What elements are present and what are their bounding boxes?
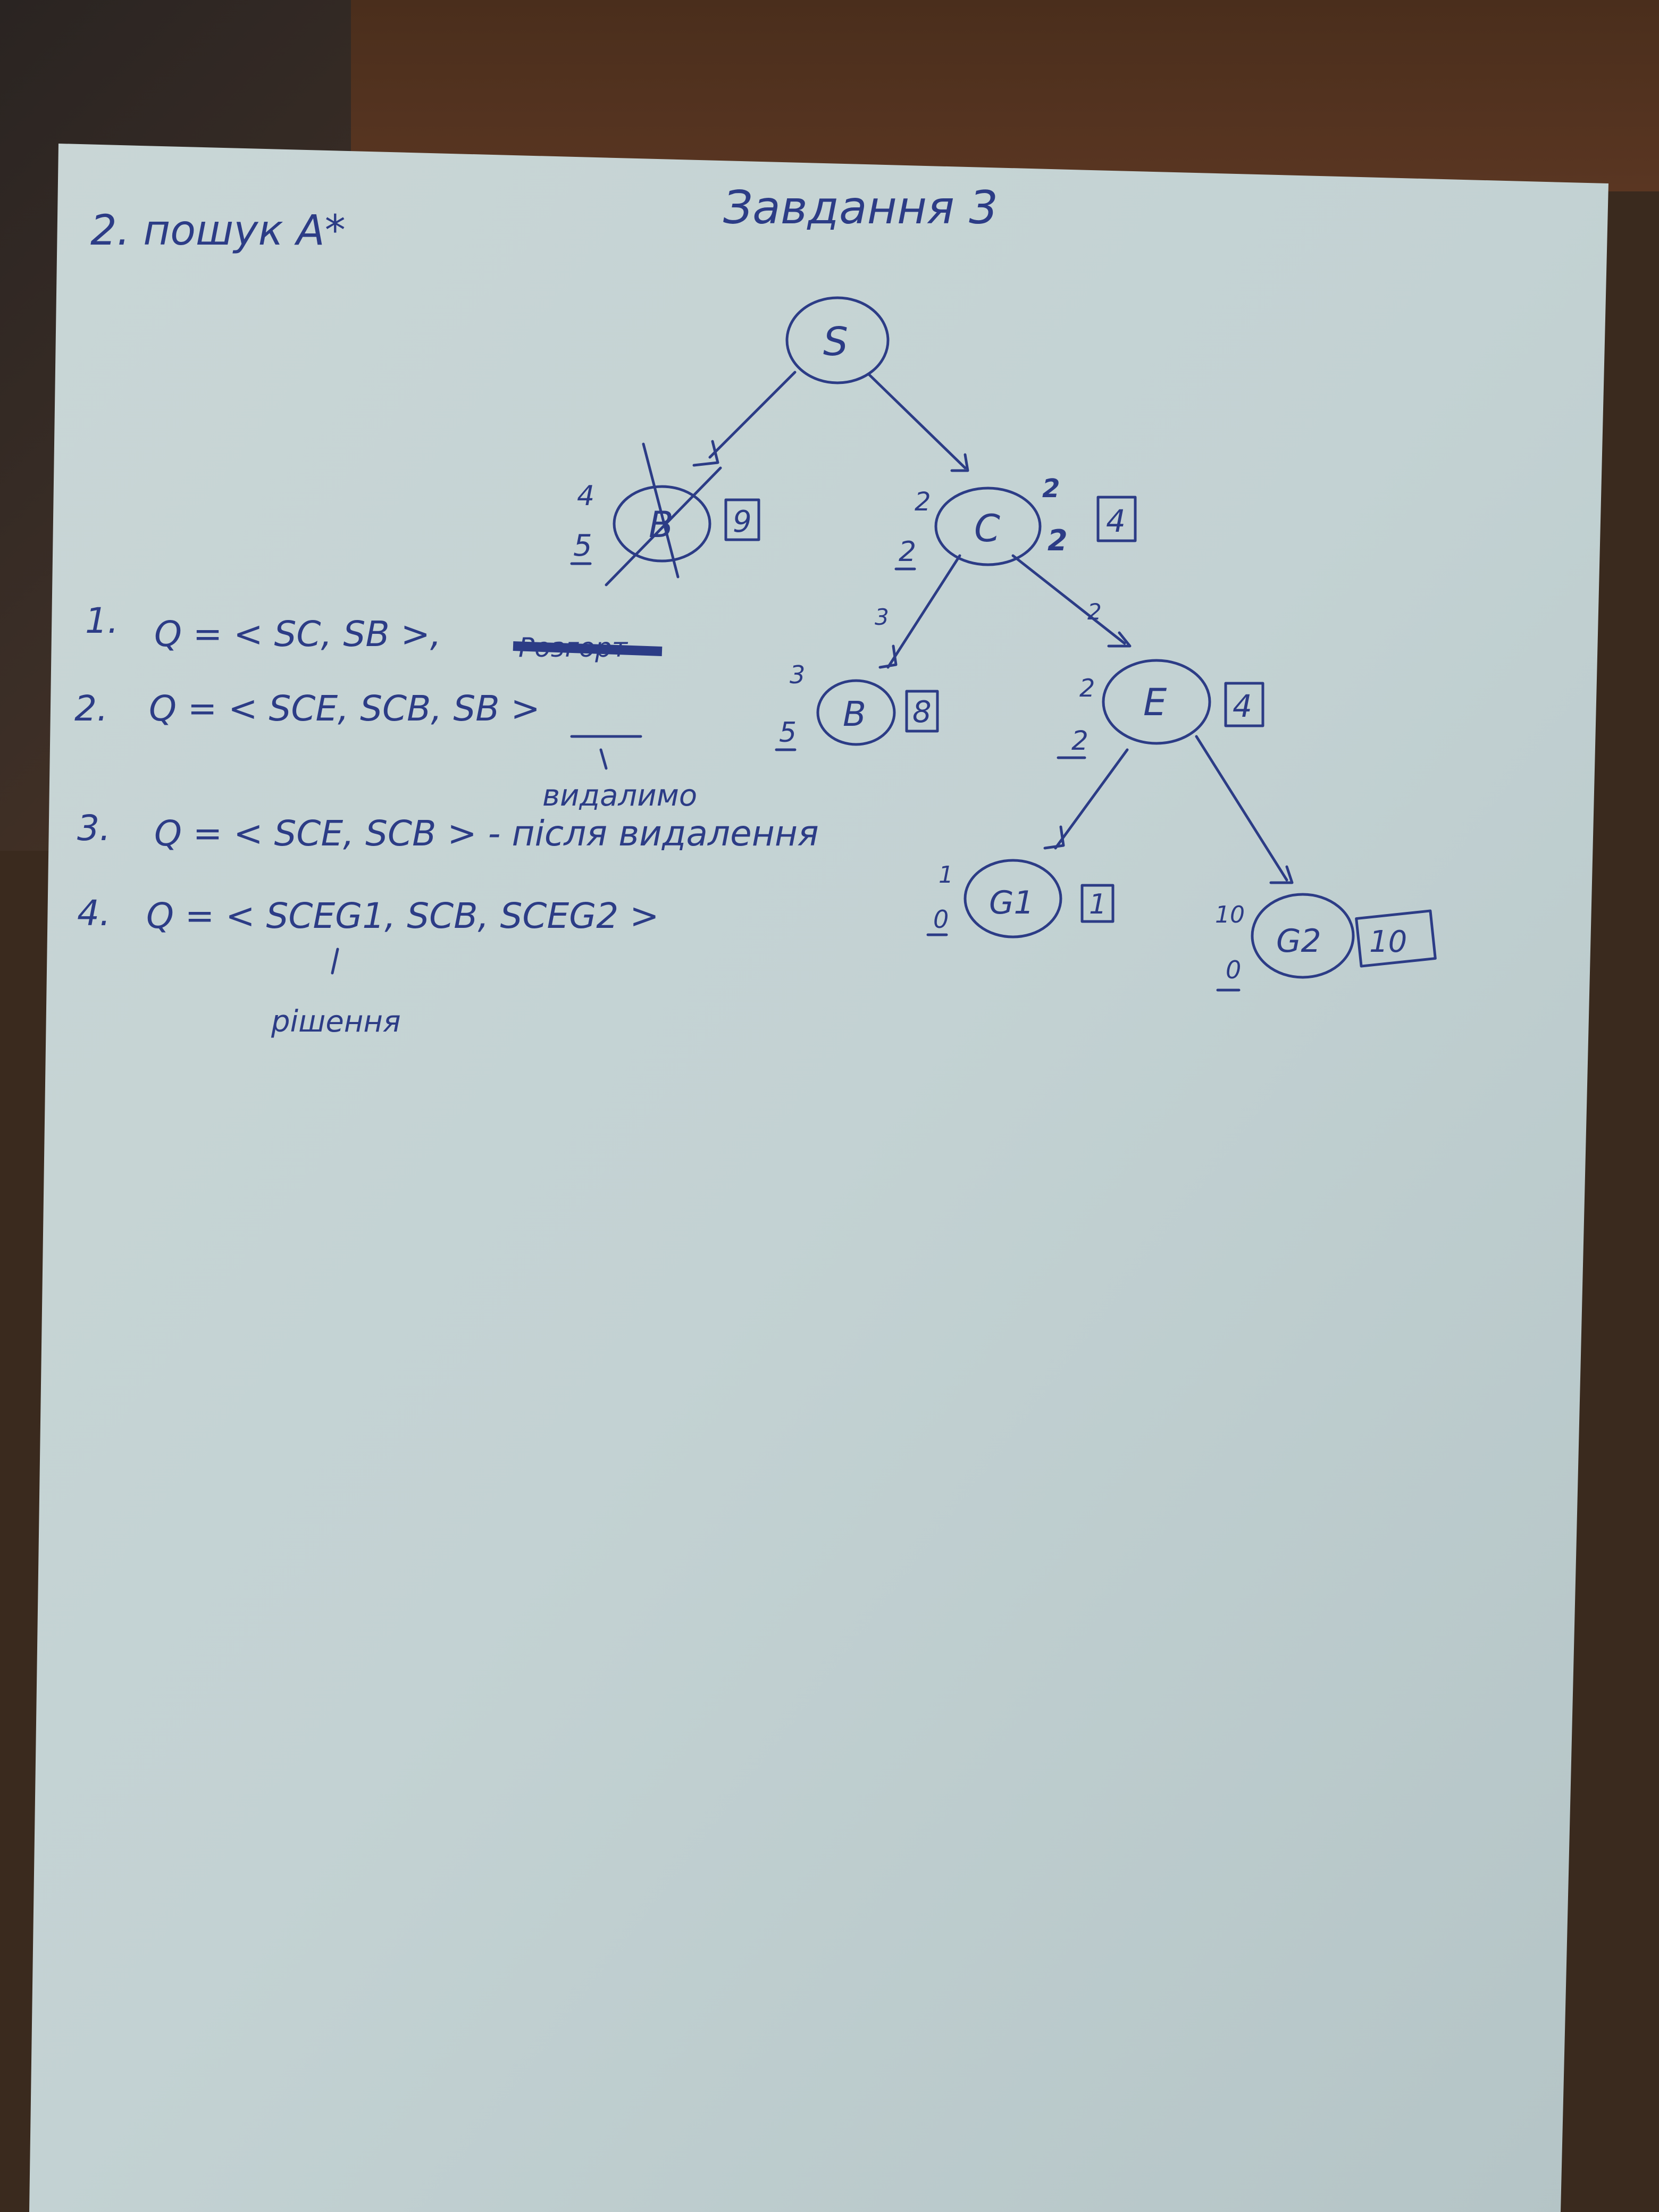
svg-text:Q = < SC, SB >,: Q = < SC, SB >, [154, 614, 441, 655]
svg-text:B: B [843, 695, 866, 734]
svg-text:2: 2 [899, 536, 916, 568]
arrow-head-s-b [692, 440, 719, 467]
tree-edges [692, 371, 1294, 884]
step-4: 4. Q = < SCEG1, SCB, SCEG2 > рішення [77, 893, 659, 1039]
node-s: S [785, 296, 890, 384]
svg-text:2: 2 [1071, 725, 1088, 756]
task-label: 2. пошук A* [90, 207, 346, 255]
svg-text:4: 4 [1233, 688, 1252, 724]
svg-text:1: 1 [939, 861, 953, 889]
note-solution: рішення [271, 1004, 401, 1039]
svg-text:1.: 1. [85, 600, 119, 641]
svg-text:E: E [1143, 681, 1167, 724]
arrow-head-e-g1 [1043, 825, 1065, 850]
svg-text:10: 10 [1215, 901, 1245, 928]
svg-text:G2: G2 [1276, 923, 1321, 960]
arrow-head-c-e [1107, 631, 1132, 648]
svg-text:5: 5 [779, 717, 797, 749]
node-b: B 3 5 8 [775, 660, 939, 751]
queue-steps: 1. Q = < SC, SB >, Розгорт 2. Q = < SCE,… [74, 600, 819, 1039]
svg-text:3.: 3. [77, 808, 111, 849]
edge-e-g2 [1195, 735, 1288, 882]
svg-text:3: 3 [790, 660, 805, 689]
edge-e-g1 [1054, 748, 1129, 850]
edge-c-e [1011, 554, 1126, 645]
step-2: 2. Q = < SCE, SCB, SB > видалимо [74, 688, 697, 813]
svg-text:2: 2 [1042, 474, 1060, 504]
svg-text:0: 0 [933, 905, 949, 934]
svg-text:8: 8 [912, 695, 932, 730]
svg-text:Q = < SCEG1, SCB, SCEG2 >: Q = < SCEG1, SCB, SCEG2 > [146, 895, 659, 936]
edge-label-c-e: 2 [1087, 599, 1102, 625]
svg-text:S: S [823, 319, 848, 365]
svg-text:4: 4 [1106, 503, 1126, 539]
svg-text:0: 0 [1226, 956, 1241, 984]
svg-text:2.: 2. [74, 688, 108, 729]
edge-s-b [708, 371, 797, 459]
svg-text:4.: 4. [77, 893, 111, 934]
svg-text:4: 4 [577, 480, 594, 512]
svg-text:G1: G1 [989, 884, 1034, 921]
arrow-head-s-c [950, 453, 969, 472]
arrow-head-c-b [878, 644, 898, 669]
svg-text:10: 10 [1369, 925, 1407, 959]
note-remove: видалимо [542, 778, 697, 813]
cross-line-1 [642, 442, 680, 579]
page-title: Завдання 3 [723, 181, 998, 234]
node-g2: G2 10 0 10 [1215, 893, 1437, 992]
edge-label-c-b: 3 [875, 604, 889, 630]
edge-s-c [868, 373, 967, 470]
node-g1: G1 1 0 1 [926, 859, 1115, 939]
node-c: C 2 2 2 2 4 3 2 [875, 474, 1137, 630]
svg-text:C: C [974, 507, 1000, 550]
svg-text:2: 2 [915, 487, 931, 517]
svg-text:1: 1 [1089, 889, 1107, 920]
svg-text:Q = < SCE, SCB > - після видал: Q = < SCE, SCB > - після видалення [154, 813, 819, 854]
svg-text:Q = < SCE, SCB, SB >: Q = < SCE, SCB, SB > [149, 688, 540, 729]
svg-text:2: 2 [1079, 674, 1095, 702]
arrow-head-e-g2 [1269, 865, 1294, 884]
svg-text:2: 2 [1048, 524, 1068, 557]
node-e: E 2 2 4 [1057, 659, 1264, 759]
node-b-crossed: B 4 5 9 [570, 442, 760, 586]
edge-c-b [886, 554, 961, 669]
svg-text:9: 9 [733, 505, 752, 539]
cross-line-2 [605, 466, 722, 586]
svg-text:5: 5 [573, 529, 592, 563]
step-3: 3. Q = < SCE, SCB > - після видалення [77, 808, 819, 854]
step-1: 1. Q = < SC, SB >, Розгорт [85, 600, 663, 663]
